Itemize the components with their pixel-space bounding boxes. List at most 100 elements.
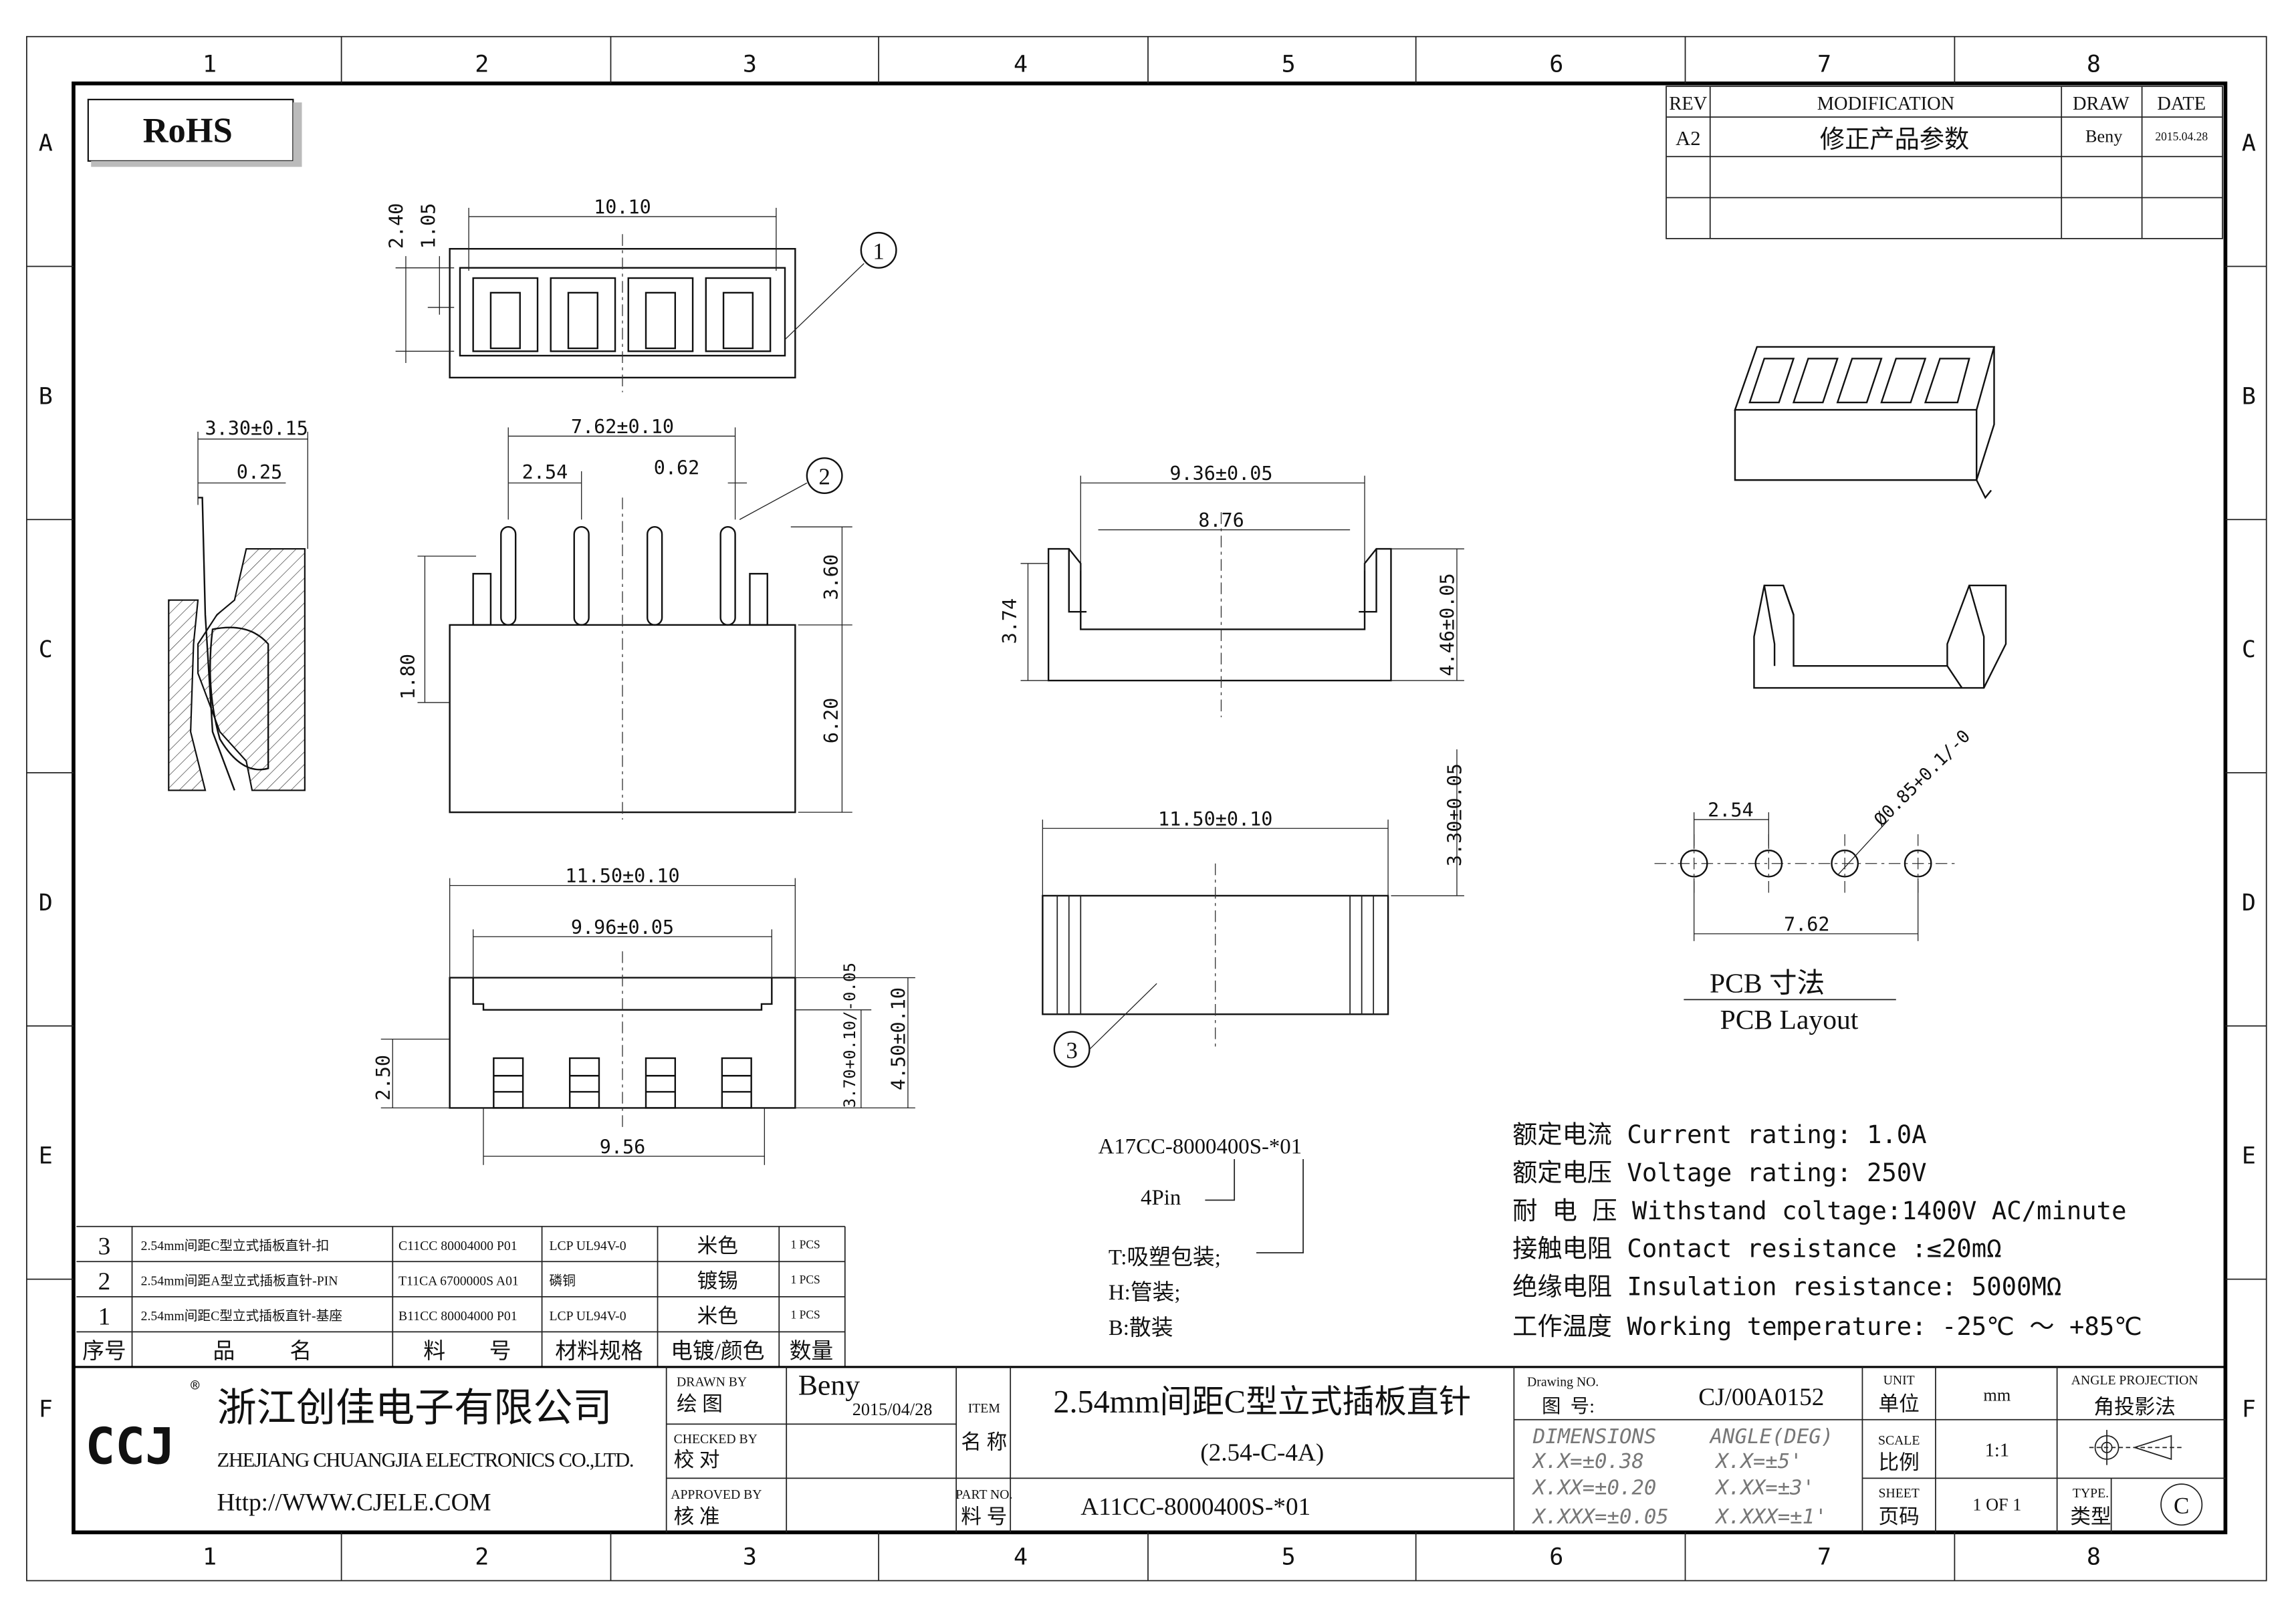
spec-insulation: 绝缘电阻 Insulation resistance: 5000MΩ	[1512, 1272, 2061, 1302]
tol-dim-2: X.XX=±0.20	[1532, 1476, 1656, 1499]
dim-cover-outer: 9.36±0.05	[1169, 463, 1272, 485]
dim-cover-height: 3.74	[999, 598, 1021, 644]
scale-value: 1:1	[1985, 1440, 2009, 1461]
part-code: A17CC-8000400S-*01	[1099, 1134, 1302, 1158]
dim-pin-width: 0.62	[654, 457, 700, 479]
approved-by-label: APPROVED BY	[671, 1487, 762, 1502]
zone-row-d-right: D	[2242, 889, 2256, 916]
tol-ang-header: ANGLE(DEG)	[1709, 1425, 1833, 1449]
modification-value: 修正产品参数	[1820, 126, 1969, 154]
rohs-badge: RoHS	[87, 98, 302, 167]
part-code-pins: 4Pin	[1141, 1186, 1181, 1210]
bom-row-1-material: LCP UL94V-0	[550, 1309, 626, 1324]
dim-cover-depth: 3.30±0.05	[1444, 763, 1466, 866]
part-code-opt-b: B:散装	[1109, 1316, 1173, 1340]
tol-dim-header: DIMENSIONS	[1532, 1425, 1656, 1449]
isometric-base-view	[1734, 346, 1996, 499]
zone-col-5-bottom: 5	[1282, 1543, 1296, 1571]
pcb-layout: 2.54 7.62 Ø0.85+0.1/-0 PCB 寸法 PCB Layout	[1654, 727, 1974, 1035]
zone-col-1: 1	[203, 50, 217, 78]
company-logo: CCJ ®	[85, 1378, 200, 1475]
part-no-label-cn: 料 号	[961, 1505, 1007, 1528]
dim-base-bottom: 9.56	[600, 1136, 646, 1158]
dim-pcb-total: 7.62	[1784, 913, 1830, 935]
bom-header-part: 料 号	[423, 1339, 511, 1364]
dim-base-h1: 2.50	[372, 1055, 394, 1101]
bom-row-3-color: 米色	[697, 1235, 738, 1257]
zone-row-f-right: F	[2242, 1395, 2256, 1423]
balloon-3: 3	[1066, 1037, 1078, 1064]
isometric-cover-view	[1753, 584, 2007, 689]
projection-label: ANGLE PROJECTION	[2071, 1373, 2198, 1388]
bom-row-2-material: 磷铜	[550, 1273, 576, 1288]
drawing-no-value: CJ/00A0152	[1698, 1384, 1824, 1411]
zone-labels: 1 2 3 4 5 6 7 8 1 2 3 4 5 6 7 8 A B C D …	[39, 50, 2256, 1570]
dim-pcb-pitch: 2.54	[1708, 799, 1754, 822]
zone-col-2: 2	[475, 50, 489, 78]
dim-pitch: 2.54	[522, 461, 568, 483]
dim-top-h1: 2.40	[386, 203, 408, 249]
bom-row-3-no: 3	[98, 1233, 111, 1260]
dim-cover-inner: 8.76	[1198, 509, 1244, 531]
balloon-1: 1	[873, 239, 885, 265]
date-header: DATE	[2157, 94, 2206, 114]
dim-base-inner: 9.96±0.05	[571, 916, 674, 939]
base-bottom-view: 11.50±0.10 9.96±0.05 9.56 2.50 3.70+0.10…	[372, 865, 915, 1165]
spec-voltage: 额定电压 Voltage rating: 250V	[1512, 1158, 1926, 1187]
bom-row-1-color: 米色	[697, 1305, 738, 1328]
side-section-view: 3.30±0.15 0.25	[168, 417, 308, 791]
drawn-by-label-cn: 绘 图	[677, 1393, 723, 1416]
dim-top-h2: 1.05	[418, 203, 440, 249]
drawing-subtitle: (2.54-C-4A)	[1200, 1439, 1324, 1467]
part-no-label: PART NO.	[955, 1487, 1012, 1502]
part-no-value: A11CC-8000400S-*01	[1080, 1493, 1310, 1521]
bom-row-2-no: 2	[98, 1268, 111, 1295]
zone-row-a: A	[39, 130, 53, 157]
bom-row-3-part: C11CC 80004000 P01	[398, 1239, 518, 1253]
zone-col-1-bottom: 1	[203, 1543, 217, 1571]
bom-row-2-name: 2.54mm间距A型立式插板直针-PIN	[141, 1273, 338, 1288]
zone-row-d: D	[39, 889, 53, 916]
rev-value: A2	[1676, 127, 1700, 150]
dim-base-width: 11.50±0.10	[565, 865, 679, 887]
type-value: C	[2174, 1493, 2189, 1519]
revision-table: REV MODIFICATION DRAW DATE A2 修正产品参数 Ben…	[1666, 86, 2223, 239]
unit-label-cn: 单位	[1879, 1393, 1920, 1416]
front-view: 7.62±0.10 2.54 0.62 3.60 6.20 1.80 2	[397, 416, 852, 820]
dim-side-width: 3.30±0.15	[205, 417, 308, 439]
bom-row-3-material: LCP UL94V-0	[550, 1239, 626, 1253]
bom-header-qty: 数量	[790, 1339, 834, 1364]
top-view: 10.10 2.40 1.05 1	[386, 197, 897, 392]
title-block: CCJ ® 浙江创佳电子有限公司 ZHEJIANG CHUANGJIA ELEC…	[73, 1366, 2226, 1533]
zone-row-a-right: A	[2242, 130, 2256, 157]
bom-row-3-qty: 1 PCS	[791, 1238, 820, 1251]
zone-col-3-bottom: 3	[743, 1543, 757, 1571]
zone-col-6-bottom: 6	[1549, 1543, 1563, 1571]
dim-body-height: 6.20	[820, 698, 842, 744]
drawn-by-value: Beny	[798, 1370, 860, 1402]
dim-side-thickness: 0.25	[237, 461, 283, 483]
zone-col-8: 8	[2087, 50, 2101, 78]
item-label-cn: 名 称	[961, 1431, 1007, 1454]
zone-col-8-bottom: 8	[2087, 1543, 2101, 1571]
zone-row-c: C	[39, 636, 53, 663]
date-value: 2015.04.28	[2155, 130, 2208, 143]
zone-col-2-bottom: 2	[475, 1543, 489, 1571]
drawing-no-label: Drawing NO.	[1527, 1374, 1599, 1389]
dim-pitch-total: 7.62±0.10	[571, 416, 674, 438]
tol-ang-2: X.XX=±3'	[1715, 1476, 1815, 1499]
company-name-en: ZHEJIANG CHUANGJIA ELECTRONICS CO.,LTD.	[217, 1449, 635, 1471]
company-website[interactable]: Http://WWW.CJELE.COM	[217, 1489, 491, 1516]
bom-header-material: 材料规格	[555, 1339, 643, 1364]
rev-header: REV	[1669, 94, 1707, 114]
dim-base-h3: 4.50±0.10	[888, 987, 910, 1090]
pcb-title-cn: PCB 寸法	[1710, 967, 1825, 998]
scale-label: SCALE	[1878, 1433, 1920, 1448]
zone-col-7: 7	[1817, 50, 1831, 78]
rohs-label: RoHS	[143, 111, 233, 150]
zone-row-e-right: E	[2242, 1142, 2256, 1170]
dim-pcb-hole: Ø0.85+0.1/-0	[1871, 727, 1974, 830]
zone-row-f: F	[39, 1395, 53, 1423]
tol-ang-3: X.XXX=±1'	[1715, 1505, 1827, 1529]
drawing-frame	[26, 35, 2267, 1582]
